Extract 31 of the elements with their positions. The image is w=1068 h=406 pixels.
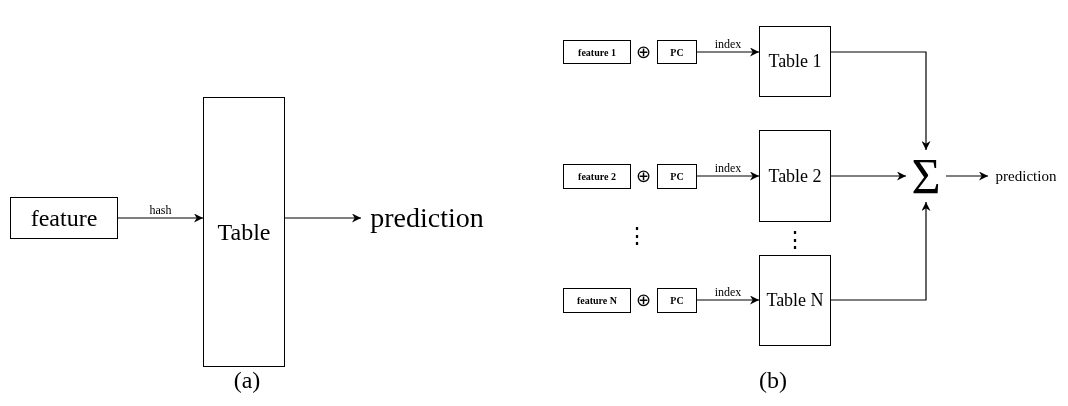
arrow	[945, 171, 989, 181]
arrow	[117, 213, 204, 223]
ellipsis-symbol: ⋮	[626, 225, 648, 247]
arrow	[696, 295, 760, 305]
edge-label: index	[714, 38, 742, 50]
table-box: Table 1	[759, 26, 831, 97]
panel-label: (a)	[233, 368, 261, 392]
arrow	[830, 51, 931, 151]
plus-symbol: ⊕	[635, 43, 651, 61]
arrow	[696, 47, 760, 57]
plus-symbol: ⊕	[635, 167, 651, 185]
table-box: Table N	[759, 255, 831, 346]
arrow	[284, 213, 362, 223]
feature-box: feature	[10, 197, 118, 239]
input-box: feature N	[563, 288, 631, 313]
ellipsis-symbol: ⋮	[784, 229, 806, 251]
edge-label: index	[714, 286, 742, 298]
table-box: Table	[203, 97, 285, 367]
edge-label: hash	[149, 204, 172, 216]
input-box: feature 2	[563, 164, 631, 189]
plus-symbol: ⊕	[635, 291, 651, 309]
arrow	[696, 171, 760, 181]
input-box: PC	[657, 164, 697, 189]
panel-label: (b)	[759, 368, 787, 392]
input-box: PC	[657, 288, 697, 313]
arrow	[830, 171, 907, 181]
arrow	[830, 201, 931, 301]
edge-label: index	[714, 162, 742, 174]
input-box: PC	[657, 40, 697, 64]
input-box: feature 1	[563, 40, 631, 64]
table-box: Table 2	[759, 130, 831, 222]
